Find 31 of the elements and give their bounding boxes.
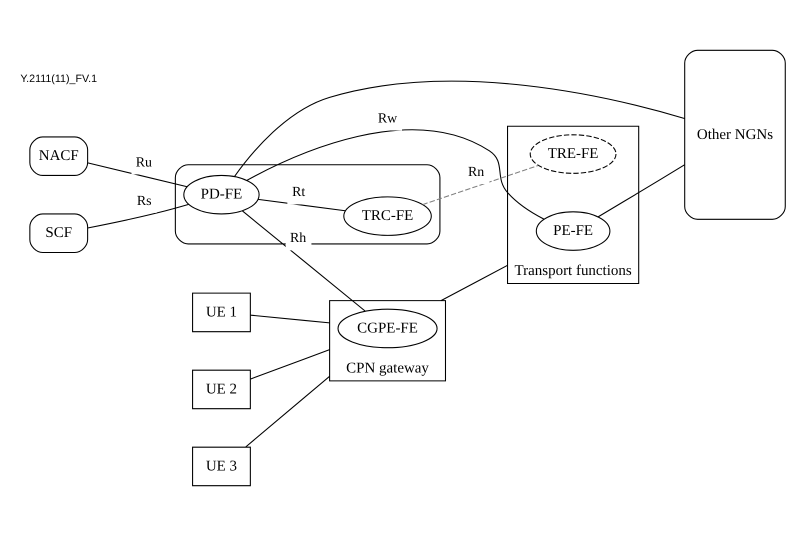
node-ellipse: TRC-FE [343,196,432,236]
node-ellipse: PE-FE [536,211,610,251]
node-ellipse: PD-FE [183,174,260,214]
connector [258,198,346,212]
connector [422,165,538,206]
node-box: NACF [29,136,88,176]
edge-label: Rs [136,194,152,209]
connector [245,376,330,448]
node-box: SCF [29,213,88,254]
edge-label: Rh [290,231,306,246]
connector [440,264,508,302]
connector [246,130,544,220]
node-box: UE 1 [192,292,251,332]
node-box: UE 2 [192,370,251,410]
cluster [174,164,440,244]
edge-label: Rw [378,111,398,126]
connector [250,314,330,324]
edge-label: Ru [136,155,152,170]
label: Y.2111(11)_FV.1 [20,72,98,85]
connector [88,162,188,188]
connector [598,164,685,218]
node-box: UE 3 [192,446,251,486]
edge-label: Rn [468,164,484,180]
edge-label: Rt [292,185,306,200]
node-box: Other NGNs [684,50,786,220]
connector [242,210,366,312]
connector [234,80,685,177]
connector [250,349,330,380]
connector [88,204,189,229]
node-ellipse: CGPE-FE [338,308,438,348]
node-ellipse: TRE-FE [530,134,617,174]
